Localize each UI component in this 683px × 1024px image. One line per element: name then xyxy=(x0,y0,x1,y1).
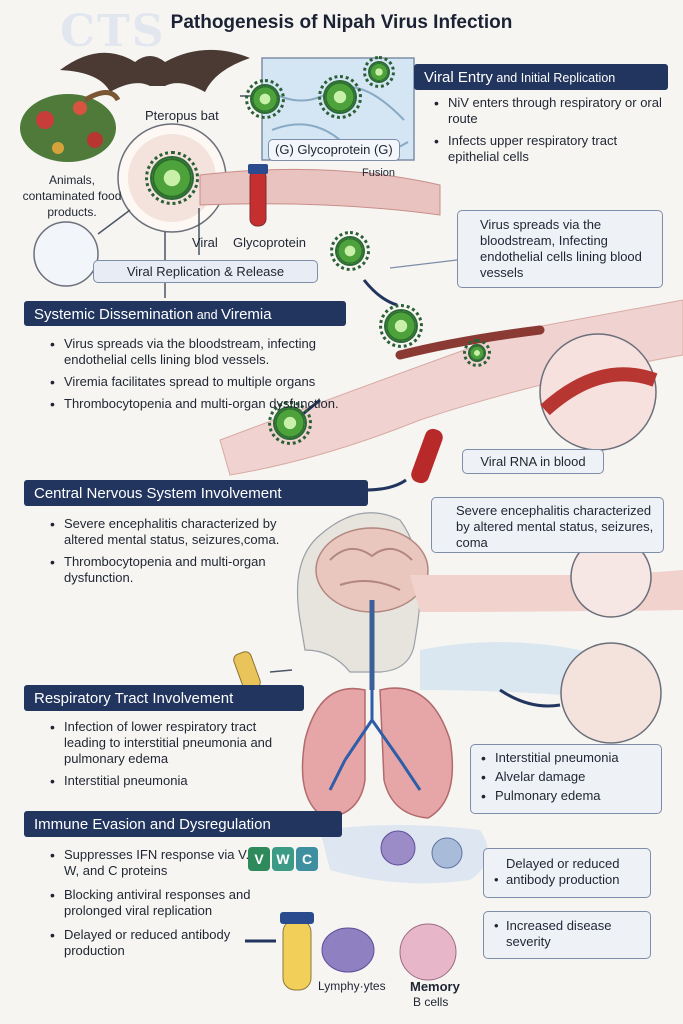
watermark-logo: CTS xyxy=(60,6,166,57)
memory-label: Memory xyxy=(410,979,460,994)
lymphocytes-label: Lymphy·ytes xyxy=(318,979,386,993)
viral-entry-bullets: NiV enters through respiratory or oral r… xyxy=(434,95,664,171)
respiratory-banner: Respiratory Tract Involvement xyxy=(24,685,304,711)
replication-box: Viral Replication & Release xyxy=(93,260,318,283)
viral-rna-box: Viral RNA in blood xyxy=(462,449,604,474)
upper-vessel xyxy=(199,168,441,216)
vwc-protein-badges: V W C xyxy=(248,847,318,871)
blood-tube-top xyxy=(249,169,267,227)
antibody-line-2: •antibody production xyxy=(494,872,620,887)
memory-b-cell xyxy=(399,923,457,981)
respiratory-bullets: Infection of lower respiratory tract lea… xyxy=(50,719,290,795)
viral-entry-banner-main: Viral Entry xyxy=(424,69,493,86)
list-item: Viremia facilitates spread to multiple o… xyxy=(50,374,352,390)
systemic-banner-main: Systemic Dissemination xyxy=(34,306,194,323)
list-item: Thrombocytopenia and multi-organ dysfunc… xyxy=(50,554,312,586)
encephalitis-info-box: Severe encephalitis characterized by alt… xyxy=(431,497,664,553)
blood-tube-middle xyxy=(411,428,443,484)
list-item: Severe encephalitis characterized by alt… xyxy=(50,516,312,548)
list-item: Virus spreads via the bloodstream, infec… xyxy=(50,336,352,368)
severity-info-box: •Increased disease severity xyxy=(483,911,651,959)
right-lung xyxy=(379,687,454,819)
antibody-line-2-text: antibody production xyxy=(506,872,620,887)
magnified-tissue-circle xyxy=(33,221,99,287)
glycoprotein-box: (G) Glycoprotein (G) xyxy=(268,139,400,161)
virus-particle-entry1 xyxy=(245,79,285,119)
virus-particle-entry3 xyxy=(363,56,395,88)
list-item: Infection of lower respiratory tract lea… xyxy=(50,719,290,767)
bloodstream-info-box: Virus spreads via the bloodstream, Infec… xyxy=(457,210,663,288)
systemic-banner-end: Viremia xyxy=(221,306,272,323)
immune-cell-2 xyxy=(431,837,463,869)
food-cluster-illustration xyxy=(20,90,121,162)
viral-label: Viral xyxy=(192,235,218,250)
glycoprotein-label: Glycoprotein xyxy=(233,235,306,250)
antibody-info-box: Delayed or reduced •antibody production xyxy=(483,848,651,898)
b-cells-label: B cells xyxy=(413,995,449,1009)
page-title: Pathogenesis of Nipah Virus Infection xyxy=(170,12,513,33)
immune-bullets: Suppresses IFN response via V. W, and C … xyxy=(50,847,265,965)
list-item: Alvelar damage xyxy=(481,769,661,785)
severity-line-2: severity xyxy=(506,934,551,949)
immune-banner: Immune Evasion and Dysregulation xyxy=(24,811,342,837)
viral-entry-banner-sub: and Initial Replication xyxy=(492,71,616,85)
list-item: Interstitial pneumonia xyxy=(481,750,661,766)
virus-particle-systemic xyxy=(379,304,423,348)
fusion-label: Fusion xyxy=(362,167,396,179)
protein-w-badge: W xyxy=(272,847,294,871)
lung-magnifier xyxy=(560,642,662,744)
left-lung xyxy=(301,687,366,819)
virus-particle-migrating xyxy=(330,231,370,271)
list-item: Interstitial pneumonia xyxy=(50,773,290,789)
list-item: Delayed or reduced antibody production xyxy=(50,927,265,959)
cns-banner: Central Nervous System Involvement xyxy=(24,480,368,506)
severity-line-1: •Increased disease xyxy=(494,918,612,933)
antibody-line-1: Delayed or reduced xyxy=(506,856,620,871)
animals-label: Animals, contaminated food products. xyxy=(22,173,122,219)
cns-bullets: Severe encephalitis characterized by alt… xyxy=(50,516,312,592)
bat-label: Pteropus bat xyxy=(145,108,219,123)
protein-c-badge: C xyxy=(296,847,318,871)
pneumonia-info-box: Interstitial pneumonia Alvelar damage Pu… xyxy=(470,744,662,814)
viral-entry-banner: Viral Entry and Initial Replication xyxy=(414,64,668,90)
bloodstream-box-arrow xyxy=(389,259,458,269)
systemic-bullets: Virus spreads via the bloodstream, infec… xyxy=(50,336,352,418)
virus-particle-entry2 xyxy=(318,75,362,119)
lymphocyte-cluster xyxy=(321,927,375,973)
list-item: Suppresses IFN response via V. W, and C … xyxy=(50,847,265,879)
list-item: Thrombocytopenia and multi-organ dysfunc… xyxy=(50,396,352,412)
list-item: Pulmonary edema xyxy=(481,788,661,804)
list-item: Infects upper respiratory tract epitheli… xyxy=(434,133,664,165)
severity-line-1-text: Increased disease xyxy=(506,918,612,933)
test-tube-bottom xyxy=(282,919,312,991)
protein-v-badge: V xyxy=(248,847,270,871)
systemic-banner-and: and xyxy=(193,308,222,322)
list-item: NiV enters through respiratory or oral r… xyxy=(434,95,664,127)
bat-illustration xyxy=(60,49,250,92)
virus-particle-small xyxy=(463,339,491,367)
immune-cell-1 xyxy=(380,830,416,866)
systemic-banner: Systemic Dissemination and Viremia xyxy=(24,301,346,326)
virus-particle-left xyxy=(145,151,199,205)
list-item: Blocking antiviral responses and prolong… xyxy=(50,887,265,919)
brain xyxy=(315,527,429,613)
